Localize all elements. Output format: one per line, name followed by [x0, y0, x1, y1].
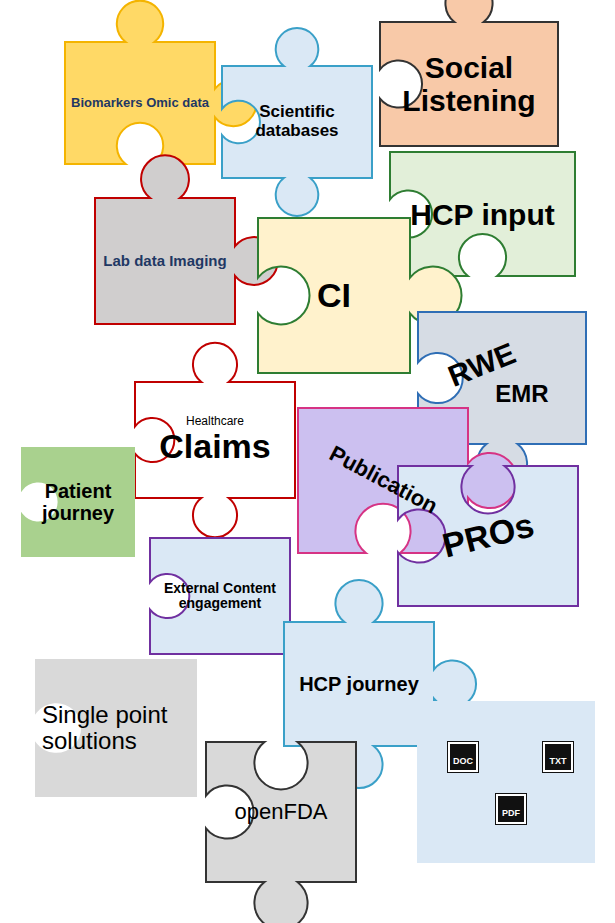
piece-label: Scientific databases — [228, 103, 366, 140]
puzzle-piece: DOC TXT PDF — [418, 702, 594, 862]
puzzle-piece: HealthcareClaims — [135, 382, 295, 498]
file-icon: DOC — [448, 742, 478, 772]
piece-label: Biomarkers Omic data — [71, 96, 209, 110]
file-icon: TXT — [543, 742, 573, 772]
piece-label: Social Listening — [386, 51, 552, 117]
file-icon: PDF — [496, 794, 526, 824]
puzzle-piece: Single point solutions — [36, 660, 196, 796]
piece-outline — [390, 152, 575, 276]
piece-label: Single point solutions — [42, 702, 190, 755]
puzzle-piece: CI — [258, 218, 410, 373]
puzzle-piece: External Content engagement — [150, 538, 290, 654]
piece-outline — [418, 702, 594, 862]
piece-label: openFDA — [235, 800, 328, 824]
piece-outline — [22, 448, 134, 556]
piece-label: HCP journey — [299, 673, 419, 695]
piece-label: Healthcare — [186, 415, 244, 428]
piece-outline — [222, 28, 372, 216]
piece-label: Lab data Imaging — [103, 249, 226, 273]
piece-outline — [150, 538, 290, 654]
piece-outline — [380, 0, 558, 146]
puzzle-piece: openFDA — [206, 742, 356, 882]
puzzle-piece: PROs — [398, 466, 578, 606]
piece-label: Patient journey — [28, 480, 128, 524]
piece-label: External Content engagement — [156, 581, 284, 612]
piece-outline — [95, 155, 278, 324]
piece-label: EMR — [495, 381, 548, 407]
piece-outline — [206, 742, 356, 923]
piece-outline — [135, 343, 295, 538]
puzzle-piece: Patient journey — [22, 448, 134, 556]
piece-label: CI — [317, 277, 351, 314]
puzzle-piece: Lab data Imaging — [95, 198, 235, 324]
puzzle-piece: HCP journey — [284, 622, 434, 746]
piece-shape — [378, 662, 615, 902]
puzzle-piece: Scientific databases — [222, 66, 372, 178]
piece-outline — [398, 466, 578, 606]
puzzle-piece: HCP input — [390, 152, 575, 276]
piece-label: HCP input — [410, 198, 554, 231]
piece-outline — [36, 660, 196, 796]
puzzle-piece: Social Listening — [380, 22, 558, 146]
puzzle-piece: Biomarkers Omic data — [65, 42, 215, 164]
piece-label: Claims — [159, 428, 271, 465]
